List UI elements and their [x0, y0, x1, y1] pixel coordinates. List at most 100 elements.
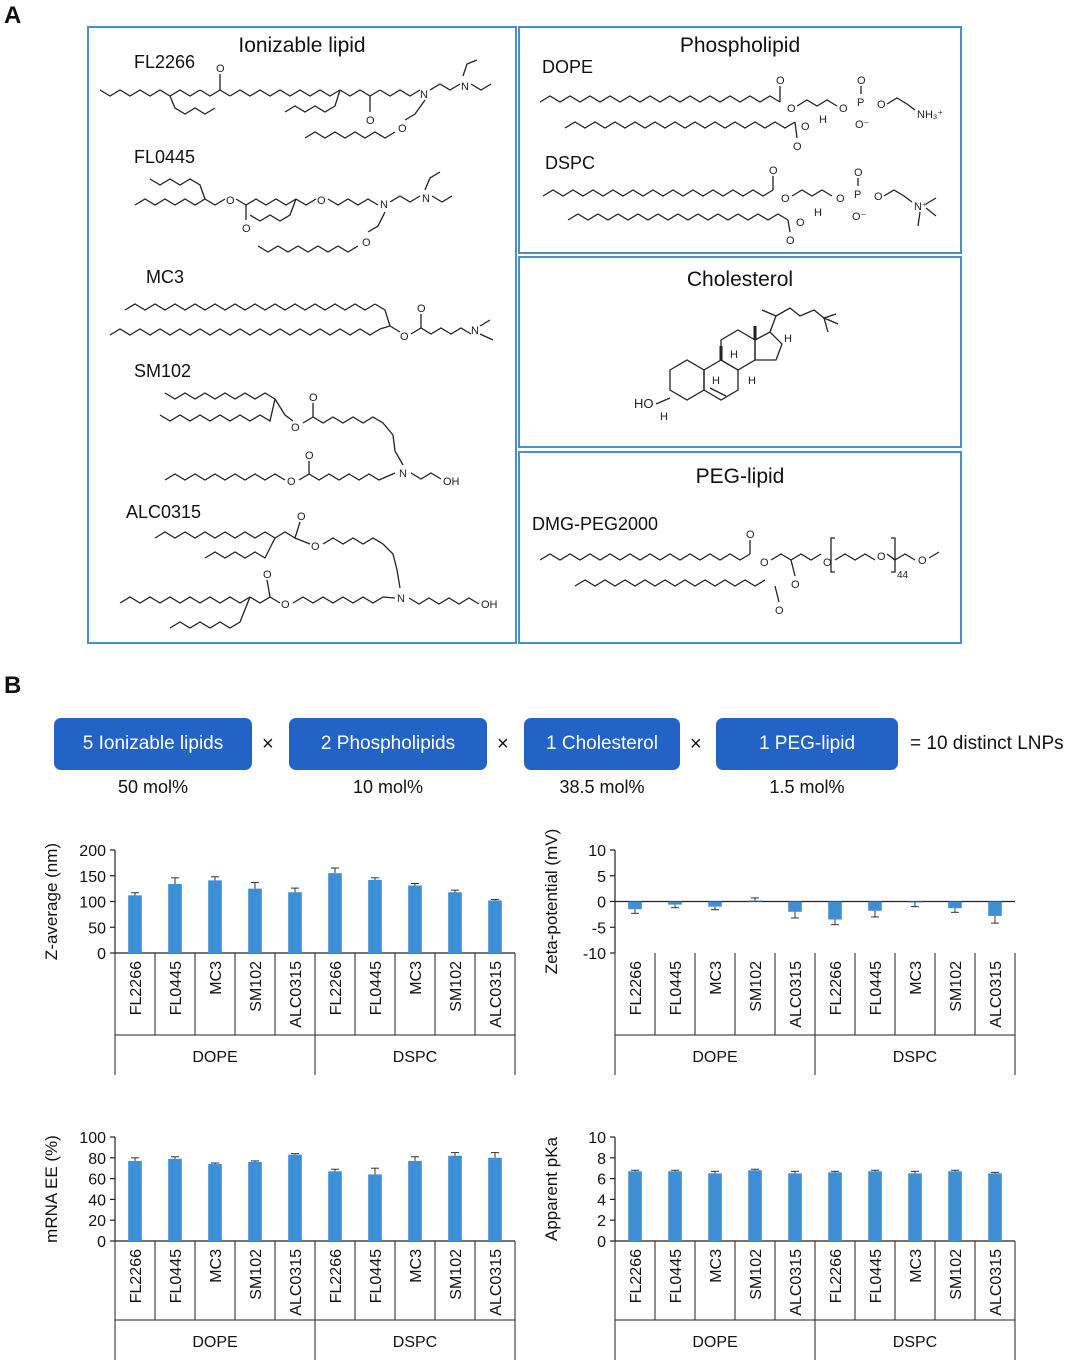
compound-label-sm102: SM102 [134, 361, 192, 381]
dspc-o1: O [769, 165, 778, 177]
category-label: SM102 [748, 961, 765, 1012]
bar [128, 1160, 142, 1241]
bar [168, 1158, 182, 1241]
category-label: FL2266 [828, 1249, 845, 1303]
dope-h: H [819, 114, 827, 126]
cholesterol-h5: H [660, 411, 668, 423]
cholesterol-ho: HO [634, 396, 654, 411]
mc3-o2: O [417, 303, 426, 315]
cholesterol-h3: H [712, 375, 720, 387]
bar [288, 1154, 302, 1241]
category-label: FL0445 [368, 1249, 385, 1303]
peg-o3: O [823, 557, 832, 569]
phospholipid-title: Phospholipid [679, 34, 801, 57]
compound-label-alc0315: ALC0315 [126, 502, 202, 522]
category-label: ALC0315 [988, 961, 1005, 1028]
compound-label-fl0445: FL0445 [134, 147, 196, 167]
alc0315-oh: OH [481, 599, 498, 611]
bar [628, 901, 642, 910]
sm102-structure: O O N OH O O [159, 392, 460, 488]
y-tick-label: 50 [88, 920, 106, 937]
bar [368, 1174, 382, 1241]
dope-o4: O [857, 75, 866, 87]
category-label: MC3 [908, 961, 925, 995]
category-label: MC3 [708, 1249, 725, 1283]
bar [748, 1170, 762, 1241]
dope-o3: O [839, 103, 848, 115]
alc0315-o2: O [311, 541, 320, 553]
bar [408, 1160, 422, 1241]
y-tick-label: 5 [597, 869, 606, 886]
category-label: MC3 [408, 1249, 425, 1283]
category-label: SM102 [248, 961, 265, 1012]
sm102-o4: O [305, 450, 314, 462]
compound-label-fl2266: FL2266 [134, 52, 196, 72]
category-label: ALC0315 [488, 1249, 505, 1316]
times-sign-3: × [690, 733, 702, 755]
bar [328, 873, 342, 953]
bar [708, 901, 722, 907]
peg-lipid-title: PEG-lipid [695, 465, 785, 488]
sm102-o3: O [287, 476, 296, 488]
pill-phospholipids: 2 Phospholipids [289, 718, 487, 770]
bar [488, 1157, 502, 1241]
peg-o1: O [746, 529, 755, 541]
mc3-n: N [471, 325, 479, 337]
y-axis-title: Zeta-potential (mV) [542, 829, 561, 975]
y-tick-label: -5 [592, 920, 606, 937]
category-label: FL0445 [168, 961, 185, 1015]
category-label: ALC0315 [288, 1249, 305, 1316]
dspc-o3: O [836, 193, 845, 205]
category-label: FL0445 [168, 1249, 185, 1303]
bar [248, 888, 262, 953]
category-label: FL0445 [868, 1249, 885, 1303]
category-label: FL2266 [628, 1249, 645, 1303]
compound-label-dope: DOPE [542, 57, 594, 77]
cholesterol-h2: H [730, 349, 738, 361]
bar [988, 901, 1002, 916]
mol-ionizable: 50 mol% [117, 777, 189, 797]
bar [448, 892, 462, 953]
bar [828, 1172, 842, 1241]
cholesterol-title: Cholesterol [686, 268, 794, 291]
compound-label-dspc: DSPC [545, 153, 596, 173]
fl0445-n: N [380, 199, 388, 211]
fl2266-o2: O [366, 115, 375, 127]
dope-nh3: NH₃⁺ [917, 109, 943, 121]
sm102-n: N [399, 468, 407, 480]
alc0315-o3: O [263, 569, 272, 581]
ionizable-lipid-box: Ionizable lipid [87, 26, 517, 644]
group-label: DOPE [692, 1334, 737, 1351]
dspc-o5: O [874, 191, 883, 203]
alc0315-n: N [397, 593, 405, 605]
category-label: SM102 [448, 961, 465, 1012]
bar [488, 900, 502, 953]
category-label: MC3 [408, 961, 425, 995]
fl0445-o2: O [242, 223, 251, 235]
y-tick-label: 8 [597, 1151, 606, 1168]
group-label: DSPC [393, 1334, 437, 1351]
alc0315-structure: O O N OH O O [119, 511, 498, 629]
sm102-oh: OH [443, 476, 460, 488]
y-tick-label: 100 [79, 895, 106, 912]
dspc-nplus: N⁺ [914, 201, 928, 213]
bar [948, 901, 962, 909]
dspc-o2: O [781, 193, 790, 205]
group-label: DSPC [893, 1049, 937, 1066]
category-label: SM102 [448, 1249, 465, 1300]
fl0445-o3: O [317, 195, 326, 207]
ionizable-lipid-title: Ionizable lipid [238, 34, 366, 57]
y-tick-label: 0 [97, 1234, 106, 1251]
peg-o6: O [791, 579, 800, 591]
bar [788, 901, 802, 912]
y-tick-label: 6 [597, 1172, 606, 1189]
compound-label-dmg-peg2000: DMG-PEG2000 [532, 514, 659, 534]
bar [868, 1171, 882, 1241]
peg-o4: O [877, 551, 886, 563]
category-label: SM102 [748, 1249, 765, 1300]
dope-ominus: O⁻ [855, 119, 870, 131]
pill-peg-lipid: 1 PEG-lipid [716, 718, 898, 770]
compound-label-mc3: MC3 [146, 267, 185, 287]
fl0445-o4: O [362, 237, 371, 249]
